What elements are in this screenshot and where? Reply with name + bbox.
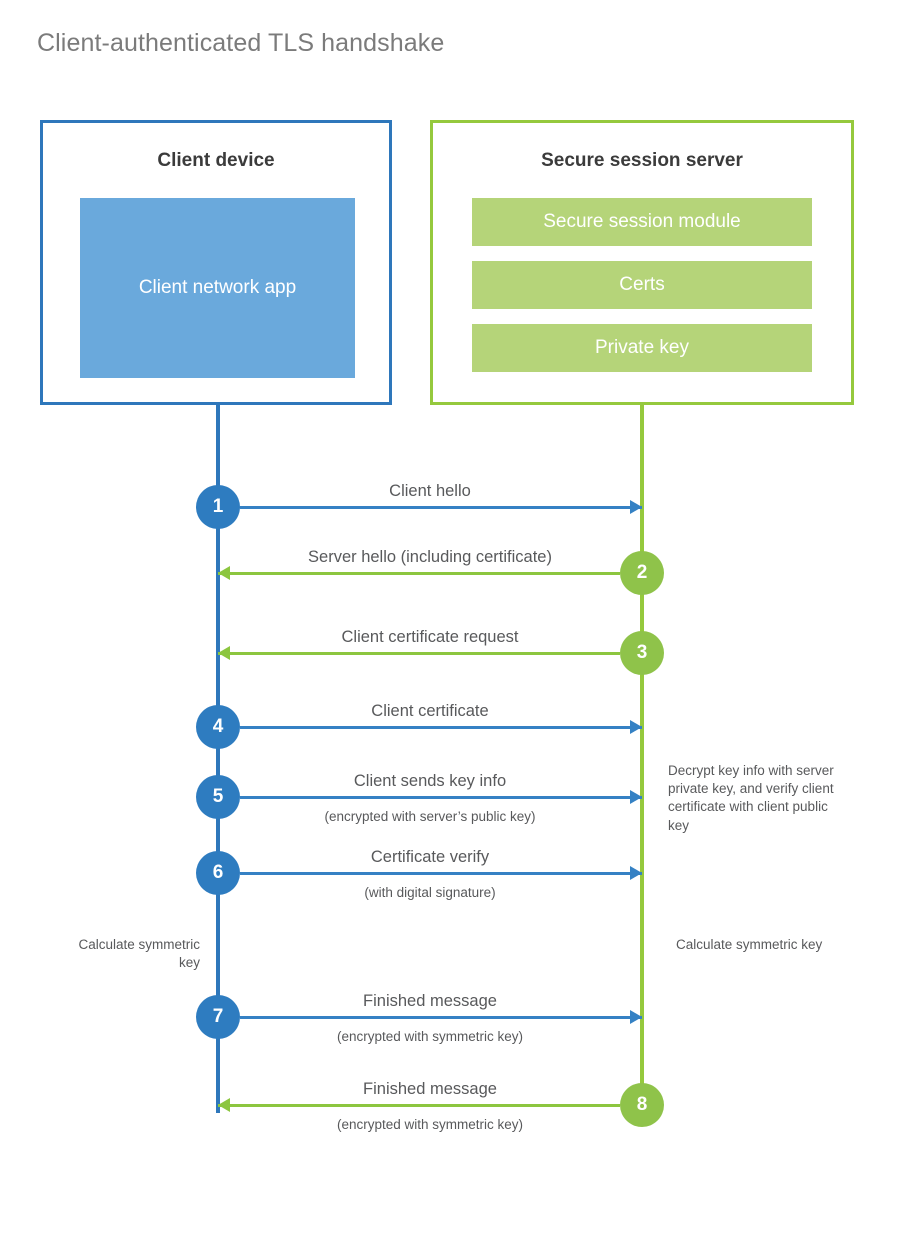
step-circle-3[interactable]: 3 (620, 631, 664, 675)
arrow-line-step-7 (240, 1016, 642, 1019)
message-label-step-5: Client sends key info (353, 772, 507, 790)
arrow-head-step-7 (630, 1010, 642, 1024)
step-circle-7[interactable]: 7 (196, 995, 240, 1039)
client-device-title: Client device (157, 150, 275, 171)
arrow-line-step-5 (240, 796, 642, 799)
arrow-line-step-6 (240, 872, 642, 875)
step-circle-6[interactable]: 6 (196, 851, 240, 895)
message-sublabel-step-5: (encrypted with server’s public key) (324, 809, 536, 824)
arrow-line-step-1 (240, 506, 642, 509)
server-lifeline (640, 403, 644, 1105)
client-device-box: Client device Client network app (40, 120, 392, 405)
note-calculate-symmetric-key-client: Calculate symmetric key (78, 937, 200, 971)
arrow-head-step-8 (218, 1098, 230, 1112)
server-component-secure-session-module: Secure session module (472, 198, 812, 246)
message-sublabel-step-7: (encrypted with symmetric key) (336, 1029, 524, 1044)
step-circle-4[interactable]: 4 (196, 705, 240, 749)
secure-session-server-title: Secure session server (541, 150, 743, 171)
message-sublabel-step-6: (with digital signature) (364, 885, 496, 900)
server-component-private-key: Private key (472, 324, 812, 372)
server-component-certs: Certs (472, 261, 812, 309)
message-label-step-8: Finished message (363, 1080, 497, 1098)
message-sublabel-step-8: (encrypted with symmetric key) (336, 1117, 524, 1132)
arrow-line-step-8 (218, 1104, 620, 1107)
step-circle-1[interactable]: 1 (196, 485, 240, 529)
page-title: Client-authenticated TLS handshake (37, 29, 445, 57)
message-label-step-3: Client certificate request (341, 628, 519, 646)
note-calculate-symmetric-key-server: Calculate symmetric key (676, 937, 823, 952)
client-network-app-block: Client network app (80, 198, 355, 378)
step-circle-2[interactable]: 2 (620, 551, 664, 595)
secure-session-server-box: Secure session server Secure session mod… (430, 120, 854, 405)
note-decrypt-key-info: Decrypt key info with server private key… (668, 763, 834, 833)
arrow-head-step-1 (630, 500, 642, 514)
message-label-step-2: Server hello (including certificate) (308, 548, 552, 566)
arrow-line-step-4 (240, 726, 642, 729)
arrow-head-step-5 (630, 790, 642, 804)
arrow-line-step-2 (218, 572, 620, 575)
message-label-step-7: Finished message (363, 992, 497, 1010)
step-circle-8[interactable]: 8 (620, 1083, 664, 1127)
arrow-line-step-3 (218, 652, 620, 655)
message-label-step-4: Client certificate (371, 702, 489, 720)
arrow-head-step-3 (218, 646, 230, 660)
arrow-head-step-2 (218, 566, 230, 580)
client-lifeline (216, 403, 220, 1113)
step-circle-5[interactable]: 5 (196, 775, 240, 819)
message-label-step-6: Certificate verify (370, 848, 490, 866)
arrow-head-step-4 (630, 720, 642, 734)
arrow-head-step-6 (630, 866, 642, 880)
message-label-step-1: Client hello (389, 482, 471, 500)
